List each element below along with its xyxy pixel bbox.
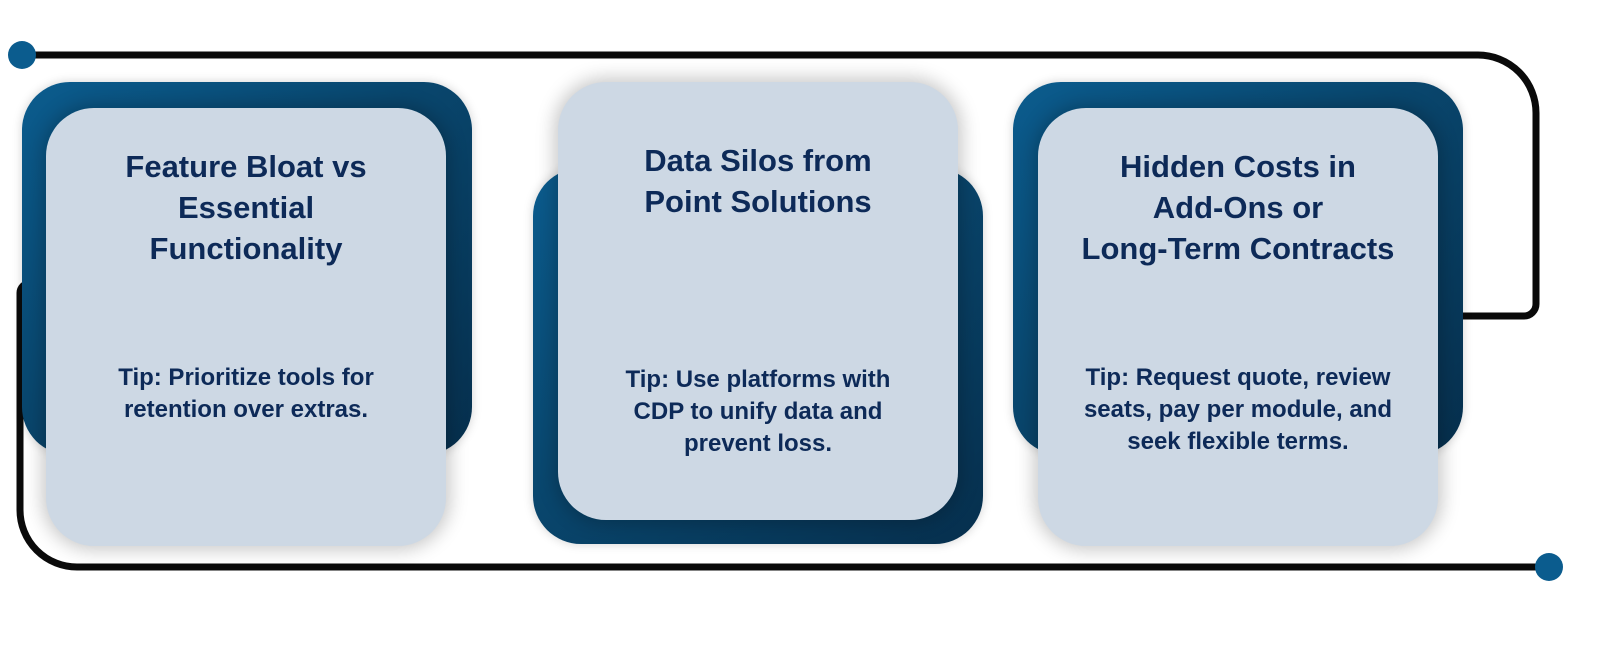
connector-top-line: [18, 51, 1540, 320]
card-1-title: Feature Bloat vs Essential Functionality: [125, 149, 367, 266]
card-1-tip: Tip: Prioritize tools for retention over…: [118, 364, 374, 423]
card-3-tip: Tip: Request quote, review seats, pay pe…: [1083, 364, 1393, 455]
card-feature-bloat: Feature Bloat vs Essential Functionality…: [46, 108, 446, 546]
card-hidden-costs: Hidden Costs in Add-Ons or Long-Term Con…: [1038, 108, 1438, 546]
card-3-title: Hidden Costs in Add-Ons or Long-Term Con…: [1081, 149, 1395, 266]
card-2-title: Data Silos from Point Solutions: [644, 143, 872, 219]
start-dot: [8, 41, 36, 69]
card-2-tip: Tip: Use platforms with CDP to unify dat…: [625, 366, 891, 457]
card-data-silos: Data Silos from Point Solutions Tip: Use…: [558, 82, 958, 520]
end-dot: [1535, 553, 1563, 581]
